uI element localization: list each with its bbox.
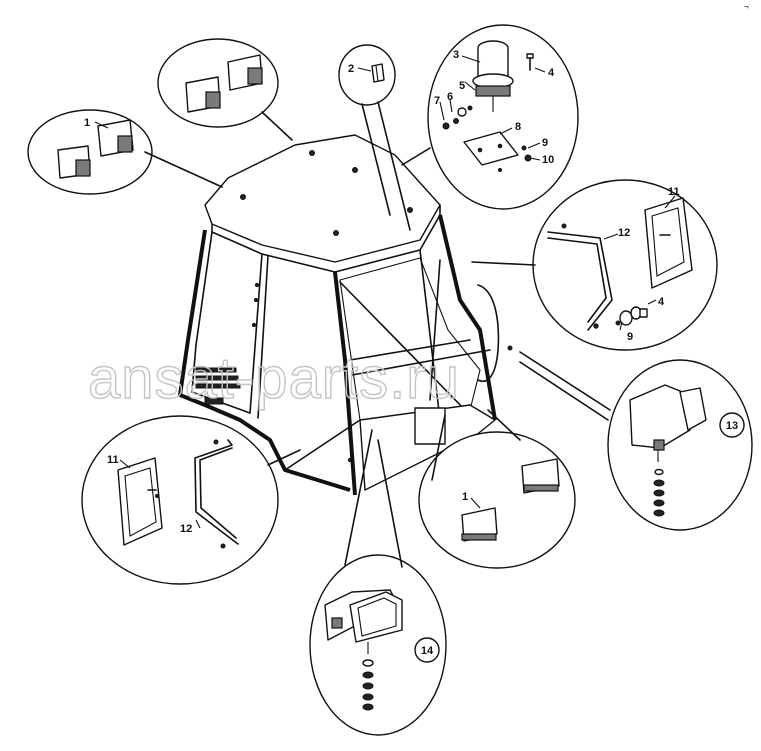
mirror-icon [117,457,163,546]
detail-bubble-front-worklights: 1 [418,409,576,569]
callout-12: 12 [180,523,192,535]
mirror-arm-icon [194,439,239,549]
callout-11: 11 [668,186,680,198]
callout-9: 9 [627,331,633,343]
callout-7: 7 [434,95,440,107]
callout-8: 8 [515,121,521,133]
callout-1: 1 [84,117,90,129]
worklight-icon [57,145,91,179]
detail-bubble-side-light-left: 14 [309,429,447,736]
interior-lamp-icon [371,63,385,83]
callout-4: 4 [658,296,665,308]
callout-6: 6 [447,91,453,103]
callout-13: 13 [726,420,738,432]
watermark-text: ansat-parts.ru [88,346,460,411]
callout-11: 11 [107,454,119,466]
callout-3: 3 [453,49,459,61]
callout-5: 5 [459,80,465,92]
bracket-plate-icon [463,131,519,166]
worklight-icon [97,119,134,157]
detail-bubble-worklights-top [157,38,293,141]
side-light-icon [324,589,403,654]
callout-14: 14 [421,645,434,657]
callout-4: 4 [548,67,555,79]
worklight-icon [461,507,498,542]
detail-bubble-worklights-left: 1 [27,109,223,195]
detail-bubble-mirror-right: 11 12 4 9 [471,179,718,351]
side-light-icon [629,384,707,462]
detail-bubble-mirror-left: 11 12 [81,415,301,585]
nut-washer-icon [615,306,648,326]
corner-mark: ¬ [744,2,749,11]
mirror-icon [644,197,693,289]
bolt-icon [526,53,534,71]
callout-9: 9 [542,137,548,149]
worklight-icon [227,54,263,91]
callout-1: 1 [462,491,468,503]
callout-2: 2 [348,63,354,75]
detail-bubble-interior-lamp: 2 [338,44,411,231]
cab-body [178,134,513,496]
worklight-icon [185,76,221,113]
washer-stack-icon [653,468,665,517]
worklight-icon [521,458,560,494]
callout-12: 12 [618,227,630,239]
detail-bubble-beacon: 3 4 5 6 7 8 9 10 [401,24,579,210]
detail-bubble-side-light-right: 13 [519,351,753,531]
beacon-light-icon [472,40,514,112]
callout-10: 10 [542,154,554,166]
washer-stack-icon [362,659,374,711]
mirror-arm-icon [547,223,613,331]
